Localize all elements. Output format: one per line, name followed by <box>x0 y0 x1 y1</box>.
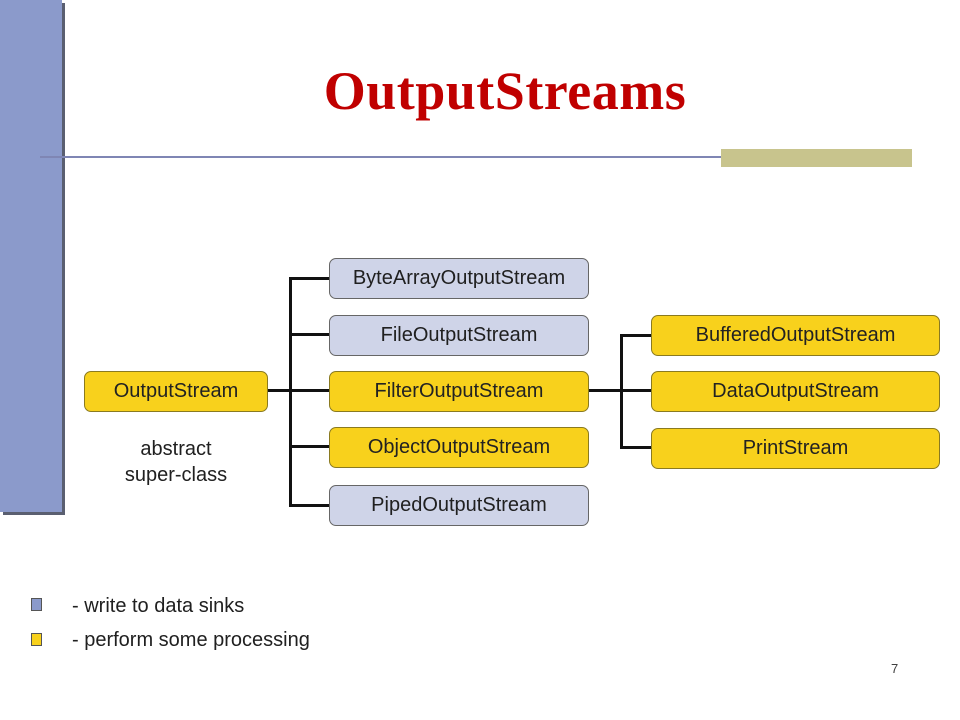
connector-to-filter <box>289 389 331 392</box>
node-bytearrayoutputstream: ByteArrayOutputStream <box>329 258 589 299</box>
connector-filter-horizontal <box>589 389 622 392</box>
connector-to-buffered <box>620 334 653 337</box>
legend-processing-label: - perform some processing <box>72 629 310 651</box>
legend-processing-swatch <box>31 633 42 646</box>
title-underline <box>40 156 910 158</box>
connector-to-object <box>289 445 331 448</box>
connector-to-bytearray <box>289 277 331 280</box>
slide-title: OutputStreams <box>323 61 687 121</box>
node-dataoutputstream: DataOutputStream <box>651 371 940 412</box>
node-bufferedoutputstream: BufferedOutputStream <box>651 315 940 356</box>
connector-level1-trunk <box>289 277 292 507</box>
root-note-line2: super-class <box>124 464 228 486</box>
node-outputstream: OutputStream <box>84 371 268 412</box>
node-filteroutputstream: FilterOutputStream <box>329 371 589 412</box>
node-fileoutputstream: FileOutputStream <box>329 315 589 356</box>
node-pipedoutputstream: PipedOutputStream <box>329 485 589 526</box>
connector-to-data <box>620 389 653 392</box>
connector-to-print <box>620 446 653 449</box>
connector-to-piped <box>289 504 331 507</box>
title-underline-accent <box>721 149 912 167</box>
legend-sink-label: - write to data sinks <box>72 595 245 617</box>
node-printstream: PrintStream <box>651 428 940 469</box>
root-note-line1: abstract <box>140 438 212 460</box>
root-note: abstract super-class <box>84 436 268 488</box>
node-objectoutputstream: ObjectOutputStream <box>329 427 589 468</box>
page-number: 7 <box>891 661 899 676</box>
sidebar-accent-bar <box>0 0 62 512</box>
connector-root-horizontal <box>266 389 291 392</box>
legend-sink-swatch <box>31 598 42 611</box>
connector-to-file <box>289 333 331 336</box>
